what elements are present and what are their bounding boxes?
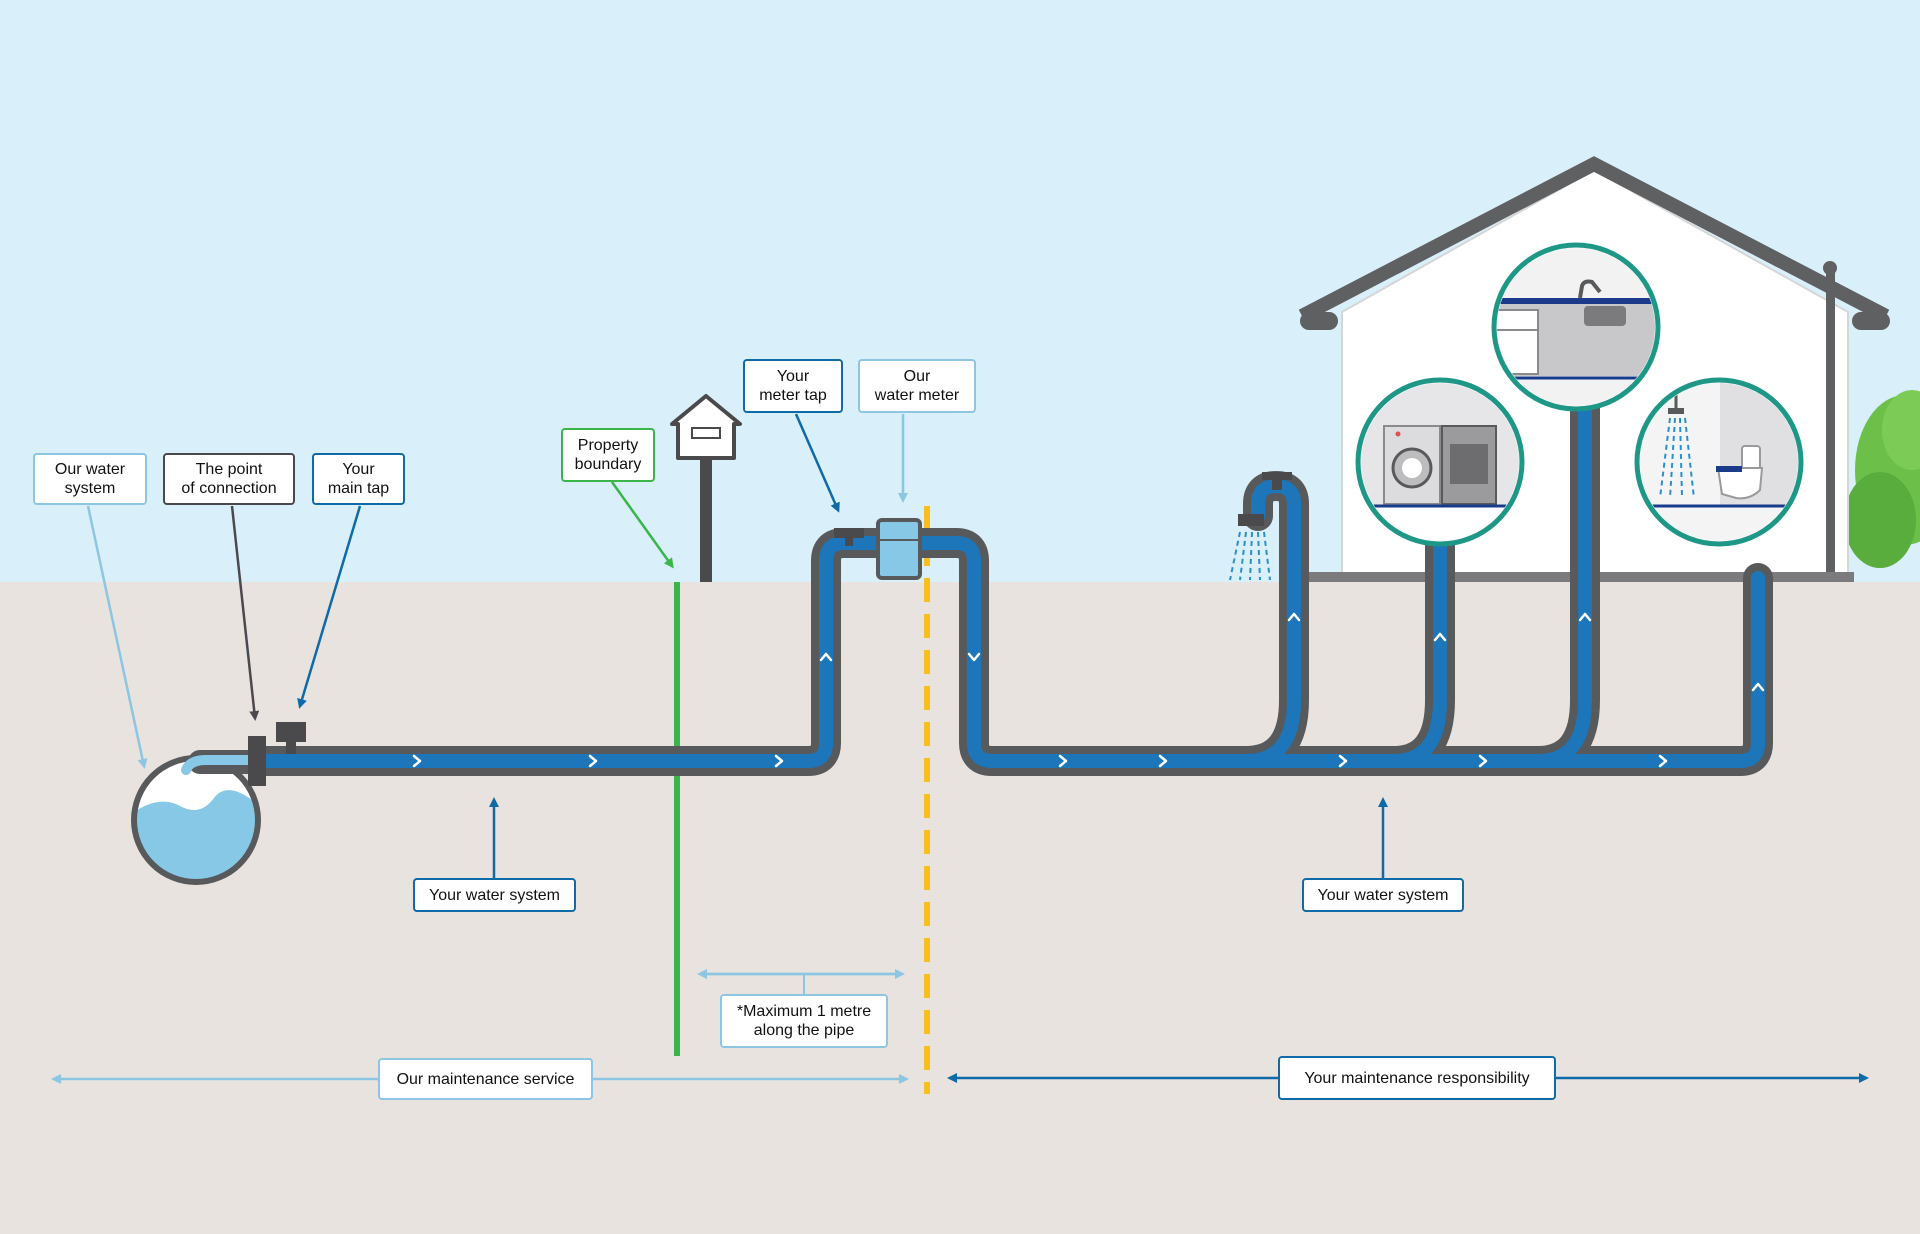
kitchen-circle [1491,242,1661,412]
property-boundary-arrow [610,481,674,569]
water-meter [876,518,922,580]
bathroom-circle [1634,377,1804,547]
dryer-icon [1441,425,1497,505]
kitchen-sink-icon [1578,279,1626,326]
property-boundary-label: Property boundary [561,428,655,482]
outdoor-tap-icon [1229,472,1292,581]
washing-machine-icon [1383,425,1441,505]
meter-tap-label: Your meter tap [743,359,843,413]
reservoir-icon [131,755,261,885]
our-maintenance-service-label: Our maintenance service [378,1058,593,1100]
your-water-system-left-label: Your water system [413,878,576,912]
maximum-metre-bracket [697,969,905,994]
bush-icon [1844,390,1920,568]
your-maintenance-responsibility-label: Your maintenance responsibility [1278,1056,1556,1100]
meter-tap-fitting [834,528,864,546]
meter-tap-arrow [794,413,840,513]
our-water-system-arrow [86,505,148,769]
point-of-connection-arrow [230,505,260,721]
water-meter-label: Our water meter [858,359,976,413]
connection-fitting [248,736,266,786]
your-water-system-right-label: Your water system [1302,878,1464,912]
point-of-connection-label: The point of connection [163,453,295,505]
toilet-icon [1716,445,1764,500]
mailbox-icon [670,394,742,582]
our-water-system-label: Our water system [33,453,147,505]
laundry-circle [1355,377,1525,547]
maximum-metre-note: *Maximum 1 metre along the pipe [720,994,888,1048]
water-pipes [181,391,1773,776]
main-tap-fitting [276,722,306,754]
shower-icon [1659,390,1695,499]
main-tap-arrow [297,505,362,709]
main-tap-label: Your main tap [312,453,405,505]
